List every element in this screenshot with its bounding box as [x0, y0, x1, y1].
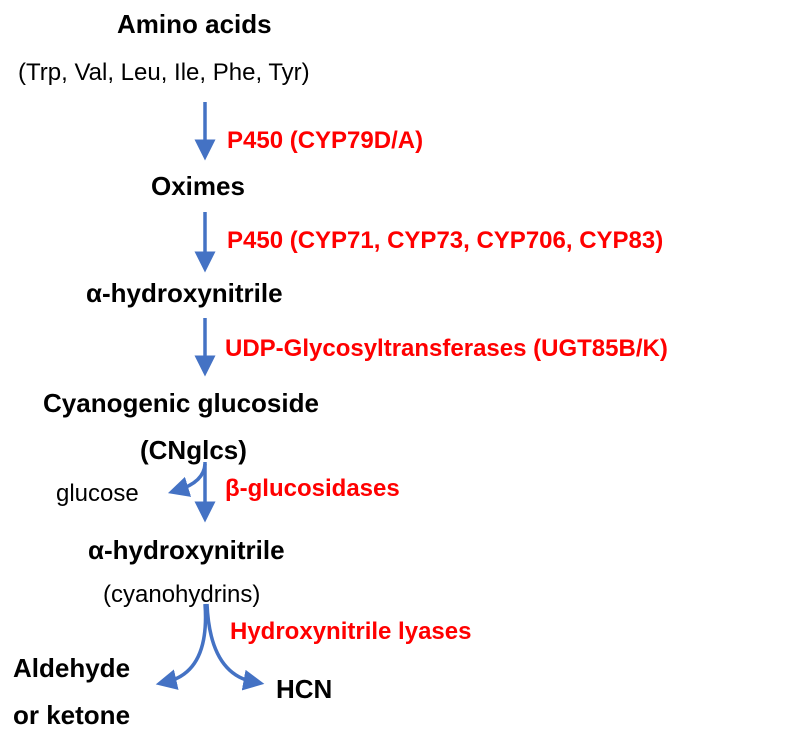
enzyme-p450-cyp79: P450 (CYP79D/A)	[227, 127, 424, 154]
enzyme-ugt: UDP-Glycosyltransferases (UGT85B/K)	[225, 335, 668, 362]
hydroxynitrile-label-2: α-hydroxynitrile	[88, 535, 285, 565]
enzyme-p450-others: P450 (CYP71, CYP73, CYP706, CYP83)	[227, 227, 664, 254]
glucose-label: glucose	[56, 480, 139, 507]
oximes-label: Oximes	[151, 171, 245, 201]
enzyme-lyases: Hydroxynitrile lyases	[230, 618, 472, 645]
amino-acids-label: Amino acids	[117, 9, 272, 39]
arrow-to-aldehyde	[155, 603, 208, 690]
enzyme-glucosidases: β-glucosidases	[225, 475, 400, 502]
hcn-label: HCN	[276, 674, 333, 704]
cyanohydrins-label: (cyanohydrins)	[103, 581, 261, 608]
cnglcs-label: (CNglcs)	[140, 435, 247, 465]
or-ketone-label: or ketone	[13, 700, 131, 730]
amino-acids-list: (Trp, Val, Leu, Ile, Phe, Tyr)	[18, 59, 310, 86]
aldehyde-label: Aldehyde	[13, 653, 131, 683]
hydroxynitrile-label-1: α-hydroxynitrile	[86, 278, 283, 308]
cyanogenic-glucoside-label: Cyanogenic glucoside	[43, 388, 319, 418]
arrow-to-glucose	[167, 463, 207, 497]
arrow-to-hcn	[205, 603, 265, 691]
